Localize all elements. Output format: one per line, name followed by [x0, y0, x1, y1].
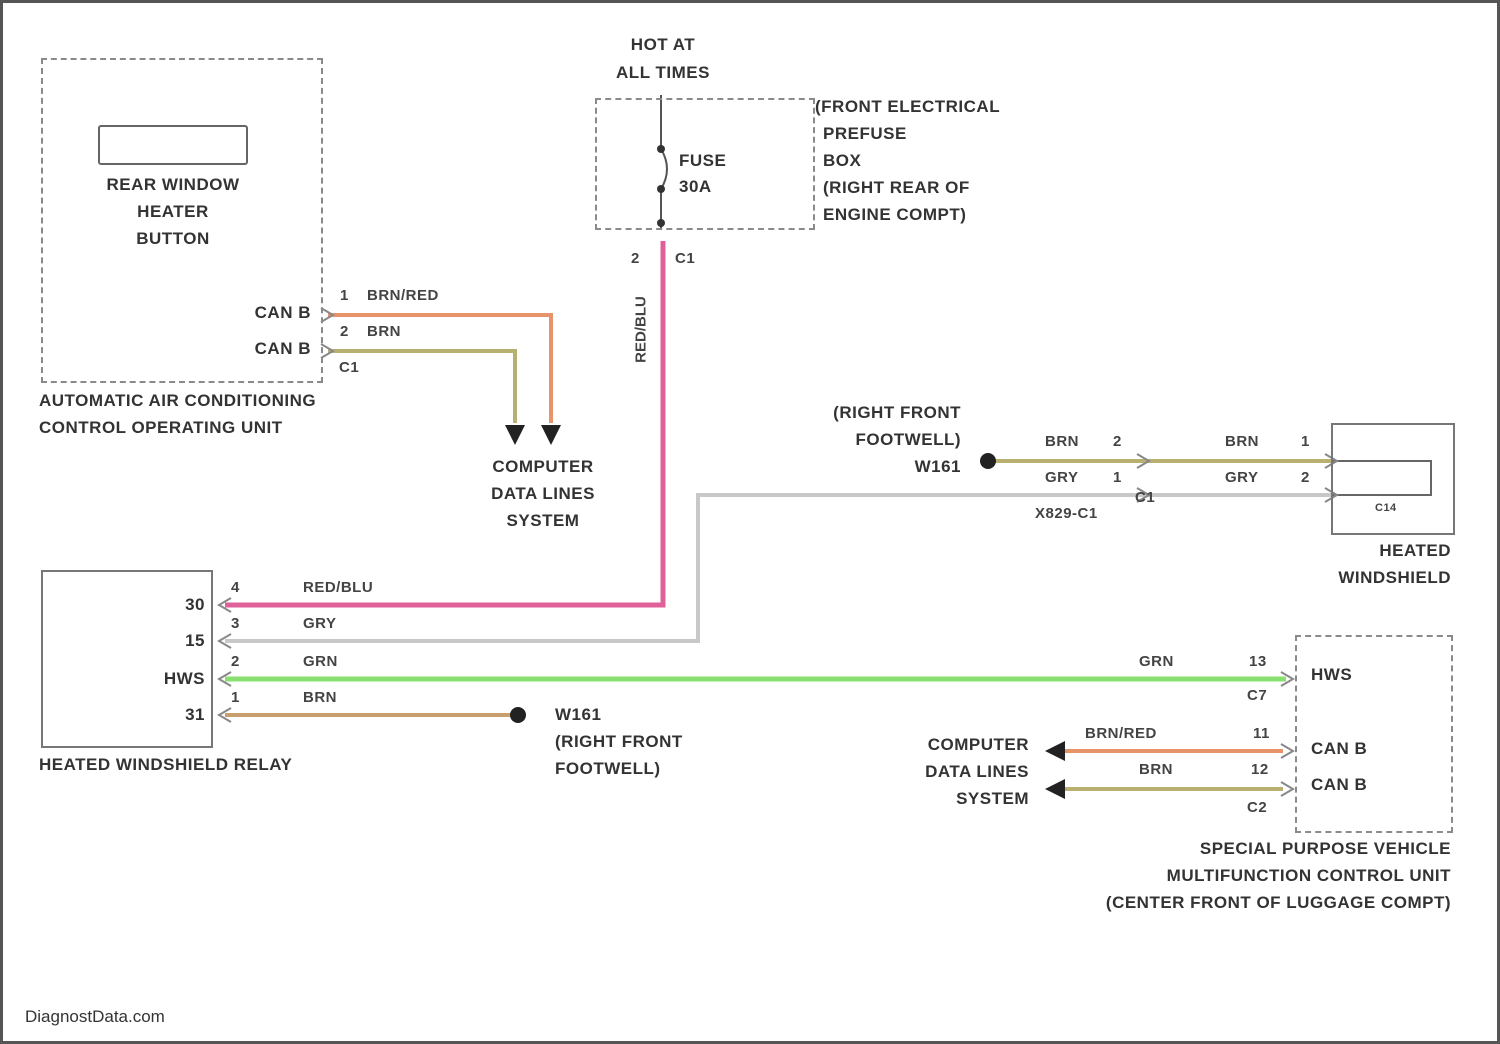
spv-hws-pin: 13 — [1249, 653, 1267, 671]
arrow-left-icon — [1045, 779, 1065, 799]
relay-terminal-30: 30 — [123, 591, 205, 618]
ws-left-pin-top: 2 — [1113, 433, 1122, 451]
spv-can1-pin: 11 — [1253, 725, 1270, 743]
ws-right-wire-top: BRN — [1225, 433, 1259, 451]
ground-top-line1: (RIGHT FRONT — [763, 399, 961, 426]
relay-pin-2: 2 — [231, 653, 240, 671]
arrow-down-icon — [505, 425, 525, 445]
ws-heater-inner-label: C14 — [1375, 499, 1397, 517]
cdl-top-line3: SYSTEM — [463, 507, 623, 534]
fuse-output-pin: 2 — [631, 250, 640, 268]
ground-top-line3: W161 — [763, 453, 961, 480]
ac-connector: C1 — [339, 359, 359, 377]
ws-splice: X829-C1 — [1035, 505, 1098, 523]
cdl-bottom-line2: DATA LINES — [863, 758, 1029, 785]
ac-pin2-number: 2 — [340, 323, 349, 341]
relay-wire-red-blu: RED/BLU — [303, 579, 373, 597]
prefuse-box-line5: ENGINE COMPT) — [823, 201, 966, 228]
arrow-down-icon — [541, 425, 561, 445]
spv-name-line1: SPECIAL PURPOSE VEHICLE — [1033, 835, 1451, 862]
ac-pin1-signal: CAN B — [203, 299, 311, 326]
ac-pin1-number: 1 — [340, 287, 349, 305]
ground-point-icon — [510, 707, 526, 723]
cdl-top-line1: COMPUTER — [463, 453, 623, 480]
prefuse-box-line1: (FRONT ELECTRICAL — [815, 93, 1000, 120]
arrow-left-icon — [1045, 741, 1065, 761]
rear-window-heater-button — [98, 125, 248, 165]
fuse-label: FUSE — [679, 147, 726, 174]
spv-hws-terminal: HWS — [1311, 661, 1352, 688]
watermark: DiagnostData.com — [25, 1007, 165, 1027]
ground-top-line2: FOOTWELL) — [763, 426, 961, 453]
relay-terminal-31: 31 — [123, 701, 205, 728]
ac-pin1-wire: BRN/RED — [367, 287, 439, 305]
button-label-line3: BUTTON — [83, 225, 263, 252]
ws-right-pin-top: 1 — [1301, 433, 1310, 451]
spv-can1-terminal: CAN B — [1311, 735, 1367, 762]
relay-terminal-15: 15 — [123, 627, 205, 654]
prefuse-box-line4: (RIGHT REAR OF — [823, 174, 970, 201]
ground-bottom-line2: (RIGHT FRONT — [555, 728, 683, 755]
relay-wire-grn: GRN — [303, 653, 338, 671]
button-label-line2: HEATER — [83, 198, 263, 225]
spv-name-line3: (CENTER FRONT OF LUGGAGE COMPT) — [1003, 889, 1451, 916]
ws-left-pin-bottom: 1 — [1113, 469, 1122, 487]
spv-hws-wire: GRN — [1139, 653, 1174, 671]
spv-name-line2: MULTIFUNCTION CONTROL UNIT — [1033, 862, 1451, 889]
ac-unit-name-line1: AUTOMATIC AIR CONDITIONING — [39, 387, 316, 414]
fuse-rating: 30A — [679, 173, 712, 200]
ws-left-wire-bottom: GRY — [1045, 469, 1078, 487]
relay-wire-gry: GRY — [303, 615, 336, 633]
spv-hws-connector: C7 — [1247, 687, 1267, 705]
cdl-bottom-line1: COMPUTER — [863, 731, 1029, 758]
heated-windshield-name-line2: WINDSHIELD — [1253, 564, 1451, 591]
relay-pin-3: 3 — [231, 615, 240, 633]
ground-point-icon — [980, 453, 996, 469]
fuse-output-connector: C1 — [675, 250, 695, 268]
power-wire-label: RED/BLU — [633, 290, 650, 370]
ground-bottom-line3: FOOTWELL) — [555, 755, 661, 782]
spv-can-connector: C2 — [1247, 799, 1267, 817]
cdl-top-line2: DATA LINES — [463, 480, 623, 507]
ws-left-wire-top: BRN — [1045, 433, 1079, 451]
spv-can2-wire: BRN — [1139, 761, 1173, 779]
ws-right-wire-bottom: GRY — [1225, 469, 1258, 487]
heated-windshield-name-line1: HEATED — [1253, 537, 1451, 564]
relay-name: HEATED WINDSHIELD RELAY — [39, 751, 292, 778]
prefuse-box-line2: PREFUSE — [823, 120, 907, 147]
hot-label-line2: ALL TIMES — [598, 59, 728, 86]
prefuse-box-line3: BOX — [823, 147, 861, 174]
relay-pin-4: 4 — [231, 579, 240, 597]
wire-brn-red-ac — [328, 315, 551, 423]
ground-bottom-line1: W161 — [555, 701, 601, 728]
ac-unit-name-line2: CONTROL OPERATING UNIT — [39, 414, 283, 441]
cdl-bottom-line3: SYSTEM — [863, 785, 1029, 812]
wire-gry-relay-windshield — [225, 495, 1333, 641]
relay-pin-1: 1 — [231, 689, 240, 707]
ws-right-pin-bottom: 2 — [1301, 469, 1310, 487]
spv-can2-terminal: CAN B — [1311, 771, 1367, 798]
spv-can2-pin: 12 — [1251, 761, 1269, 779]
heated-windshield-box — [1331, 423, 1455, 535]
spv-can1-wire: BRN/RED — [1085, 725, 1157, 743]
ac-pin2-wire: BRN — [367, 323, 401, 341]
button-label-line1: REAR WINDOW — [83, 171, 263, 198]
hot-label-line1: HOT AT — [608, 31, 718, 58]
relay-terminal-hws: HWS — [123, 665, 205, 692]
ws-connector: C1 — [1135, 489, 1155, 507]
relay-wire-brn: BRN — [303, 689, 337, 707]
ac-pin2-signal: CAN B — [203, 335, 311, 362]
